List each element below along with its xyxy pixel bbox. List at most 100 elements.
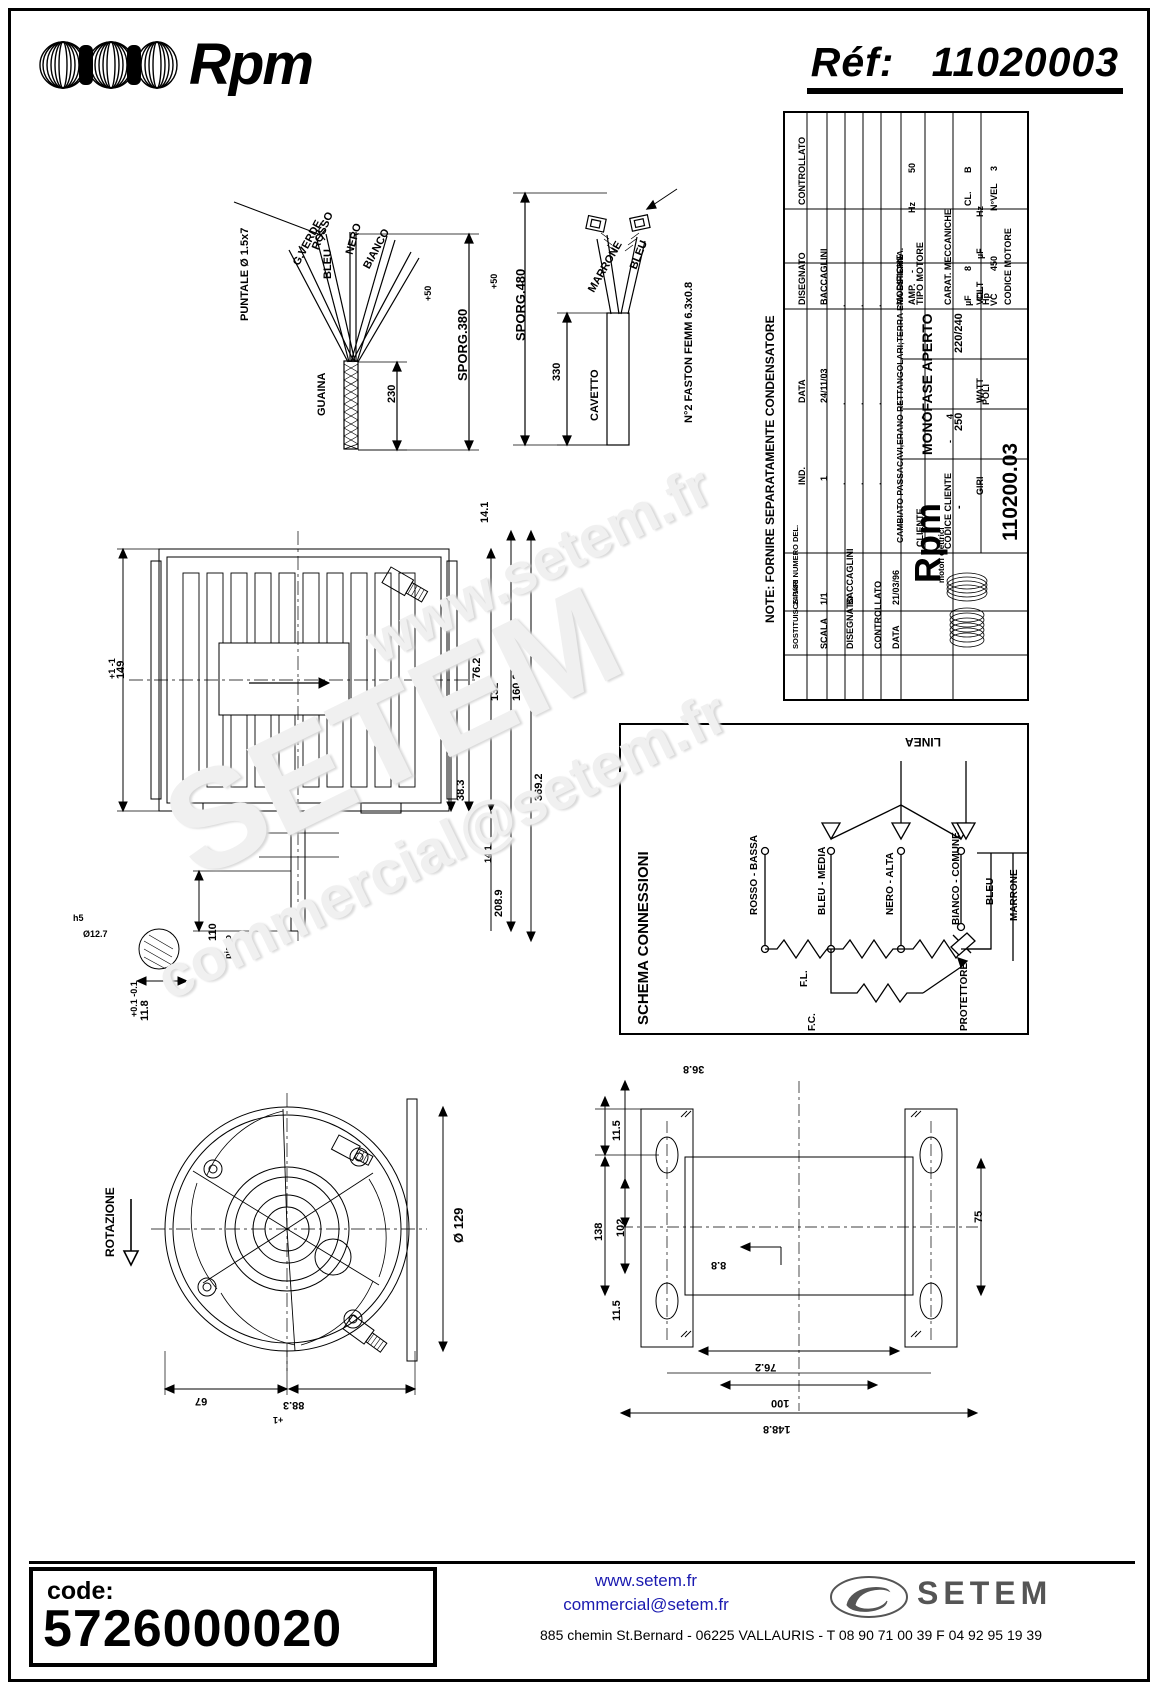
puntale-label: PUNTALE Ø 1.5x7 <box>239 227 251 321</box>
schema-connessioni-panel: SCHEMA CONNESSIONI <box>619 723 1029 1035</box>
spec-cl-value: B <box>963 166 973 174</box>
spec-uf-label: µF <box>963 295 973 306</box>
disegnato2-value: BACCAGLINI <box>845 548 855 606</box>
codice-motore-label: CODICE MOTORE <box>1003 228 1013 305</box>
modifiche-text: CAMBIATO PASSACAVI,ERANO RETTANGOLARI;TE… <box>895 247 905 543</box>
dim-36-8: 36.8 <box>683 1063 705 1075</box>
title-block-grid <box>785 113 1027 699</box>
cavetto-label: CAVETTO <box>589 369 601 421</box>
spec-poli-label: POLI <box>981 383 991 405</box>
wire-label-bleu: BLEU <box>322 249 334 279</box>
front-view <box>122 1093 448 1395</box>
spec-poli-v: 4 <box>945 413 955 419</box>
codice-motore-value: 110200.03 <box>999 442 1022 541</box>
coil-icon <box>39 41 178 89</box>
dim-132: 132 <box>489 682 501 701</box>
spec-nvel-label: N°VEL <box>989 183 999 211</box>
tipo-motore-value: MONOFASE APERTO <box>919 313 935 455</box>
tol-118: +0.1 -0.1 <box>129 981 139 1017</box>
tap-label-rosso: ROSSO - BASSA <box>749 834 760 915</box>
spec-hp-v: - <box>917 416 927 419</box>
carat-label: CARAT. MECCANICHE <box>943 209 953 305</box>
spec-value-volt: 220/240 <box>953 313 965 353</box>
ind-label: IND. <box>797 467 807 485</box>
footer-email[interactable]: commercial@setem.fr <box>563 1595 729 1614</box>
left-harness-drawing <box>233 201 479 452</box>
spec-vc-label: VC <box>989 293 999 306</box>
ind-value: 1 <box>819 475 829 481</box>
data-label: DATA <box>797 379 807 403</box>
setem-logo-block: SETEM <box>829 1567 1129 1625</box>
footer-website[interactable]: www.setem.fr <box>594 1571 698 1590</box>
guaina-label: GUAINA <box>316 372 328 416</box>
dim-67: 67 <box>195 1395 208 1407</box>
rev-dot-7: . <box>873 402 883 405</box>
spec-hz-l: Hz <box>907 202 917 213</box>
reference-title: Réf: 11020003 <box>806 39 1123 94</box>
spec-cl-label: CL. <box>963 191 973 207</box>
ref-value: 11020003 <box>931 39 1119 85</box>
side-mounting-view <box>595 1079 986 1418</box>
title-block: CONTROLLATO DISEGNATO DATA IND. BACCAGLI… <box>783 111 1029 701</box>
scala-label: SCALA <box>819 618 829 649</box>
wiring-diagram <box>760 761 1027 1004</box>
protettore-label: PROTETTORE <box>959 962 970 1031</box>
tol-plus50-right: +50 <box>489 273 499 289</box>
dim-100: 100 <box>771 1397 790 1409</box>
rev-dot-6: . <box>855 402 865 405</box>
right-harness-drawing <box>513 188 678 447</box>
fc-label: F.C. <box>807 1013 818 1031</box>
dim-330: 330 <box>551 362 563 381</box>
dim-14-1-top: 14.1 <box>479 501 491 523</box>
dim-11-5-top: 11.5 <box>611 1120 623 1141</box>
dim-sporg480: SPORG.480 <box>513 268 528 341</box>
dim-11-5-bottom: 11.5 <box>611 1300 623 1321</box>
footer-address: 885 chemin St.Bernard - 06225 VALLAURIS … <box>540 1627 1042 1643</box>
controllato2-label: CONTROLLATO <box>873 580 883 649</box>
tol-plus50-left: +50 <box>423 285 433 301</box>
dim-118: 11.8 <box>139 1000 151 1021</box>
spec-uf-value: 8 <box>963 265 973 271</box>
ref-label: Réf: <box>810 39 895 85</box>
logo-wordmark: Rpm <box>189 32 314 97</box>
note-text: FORNIRE SEPARATAMENTE CONDENSATORE <box>763 315 777 583</box>
piano-label: piano <box>223 935 233 959</box>
rev-dot-11: . <box>873 482 883 485</box>
data2-value: 21/03/96 <box>891 569 901 605</box>
tap-label-nero: NERO - ALTA <box>885 852 896 915</box>
scala-value: 1/1 <box>819 592 829 605</box>
dim-diam-12-7: Ø12.7 <box>83 929 108 939</box>
sostituisce-value: 24/1/83 <box>791 579 800 605</box>
data2-label: DATA <box>891 625 901 649</box>
swoosh-icon <box>830 1576 908 1618</box>
rotazione-label: ROTAZIONE <box>103 1187 117 1257</box>
dim-110: 110 <box>207 923 219 941</box>
controllato-label: CONTROLLATO <box>797 136 807 205</box>
dim-75: 75 <box>973 1210 985 1223</box>
dim-sporg380: SPORG.380 <box>455 308 470 381</box>
dim-148-8: 148.8 <box>763 1423 791 1435</box>
spec-nvel-value: 3 <box>989 165 999 171</box>
rev-dot-2: . <box>855 304 865 307</box>
carat-value: - <box>945 440 955 443</box>
linea-label: LINEA <box>905 735 941 749</box>
spec-label-giri: GIRI <box>975 476 985 495</box>
dim-76-2: 76.2 <box>471 657 483 679</box>
code-box: code: 5726000020 <box>29 1567 437 1667</box>
rev-dot-3: . <box>873 304 883 307</box>
dim-8-8: 8.8 <box>711 1259 727 1271</box>
spec-vc-value: 450 <box>989 255 999 271</box>
dim-369-2: 369.2 <box>533 773 545 801</box>
spec-label-hz: Hz <box>975 206 985 217</box>
titleblock-coil-icon <box>946 572 988 648</box>
rev-dot-9: . <box>837 482 847 485</box>
fl-label: F.L. <box>799 970 810 987</box>
dim-208-9: 208.9 <box>493 889 505 917</box>
dim-diam-129: Ø 129 <box>451 1207 466 1243</box>
disegnato-label: DISEGNATO <box>797 252 807 305</box>
dim-160-2: 160.2 <box>511 673 523 701</box>
spec-amp-v: - <box>907 270 917 273</box>
cap-label-bleu: BLEU <box>985 877 996 905</box>
note-label-text: NOTE: <box>763 585 777 623</box>
spec-hz-v: 50 <box>907 162 917 173</box>
